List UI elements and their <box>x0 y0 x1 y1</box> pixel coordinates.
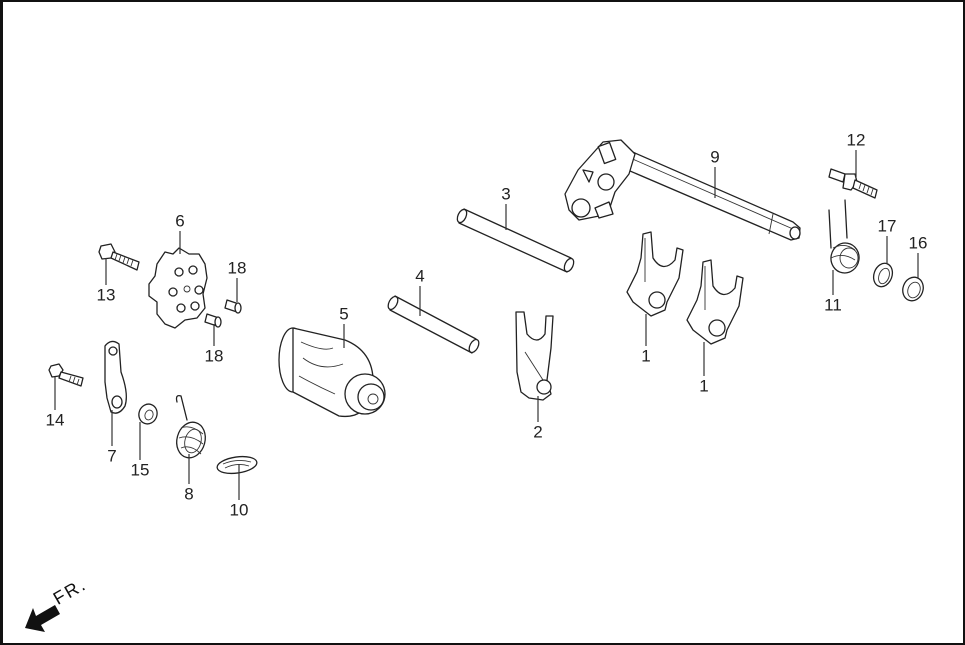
shift-fork-2-drawing <box>515 311 554 401</box>
callout-12: 12 <box>846 130 866 150</box>
callout-14: 14 <box>45 410 65 430</box>
callout-17: 17 <box>877 216 897 236</box>
shift-fork-1b-drawing <box>686 259 744 345</box>
shift-fork-1a-drawing <box>626 231 684 317</box>
callout-9: 9 <box>710 147 720 167</box>
bolt-13-drawing <box>98 243 140 271</box>
drum-center-plate-drawing <box>148 247 208 329</box>
callout-15: 15 <box>130 460 150 480</box>
bolt-14-drawing <box>48 363 84 387</box>
callout-7: 7 <box>107 446 117 466</box>
callout-6: 6 <box>175 211 185 231</box>
stopper-spring-drawing <box>175 394 206 459</box>
washer-16-drawing <box>902 276 924 302</box>
washer-15-drawing <box>138 403 158 425</box>
callout-18b: 18 <box>204 346 224 366</box>
fork-shaft-3-drawing <box>456 208 575 273</box>
gearshift-spindle-drawing <box>564 139 801 241</box>
fork-shaft-4-drawing <box>387 295 480 354</box>
callout-10: 10 <box>229 500 249 520</box>
callout-5: 5 <box>339 304 349 324</box>
callout-1b: 1 <box>699 376 709 396</box>
pin-12-drawing <box>828 168 878 199</box>
shift-drum-drawing <box>278 327 386 418</box>
circlip-drawing <box>872 262 894 288</box>
parts-artwork <box>25 139 924 632</box>
callout-16: 16 <box>908 233 928 253</box>
stopper-arm-drawing <box>104 340 127 414</box>
callout-2: 2 <box>533 422 543 442</box>
return-spring-drawing <box>828 199 860 274</box>
callout-11: 11 <box>824 295 842 315</box>
callout-4: 4 <box>415 266 425 286</box>
dowel-pin-18b-drawing <box>204 313 222 328</box>
callout-8: 8 <box>184 484 194 504</box>
front-arrow-icon <box>25 605 60 632</box>
callout-18a: 18 <box>227 258 247 278</box>
callout-1a: 1 <box>641 346 651 366</box>
dowel-pin-18a-drawing <box>224 299 242 314</box>
spring-washer-drawing <box>216 455 258 475</box>
callout-3: 3 <box>501 184 511 204</box>
callout-13: 13 <box>96 285 116 305</box>
leader-lines <box>54 150 919 500</box>
